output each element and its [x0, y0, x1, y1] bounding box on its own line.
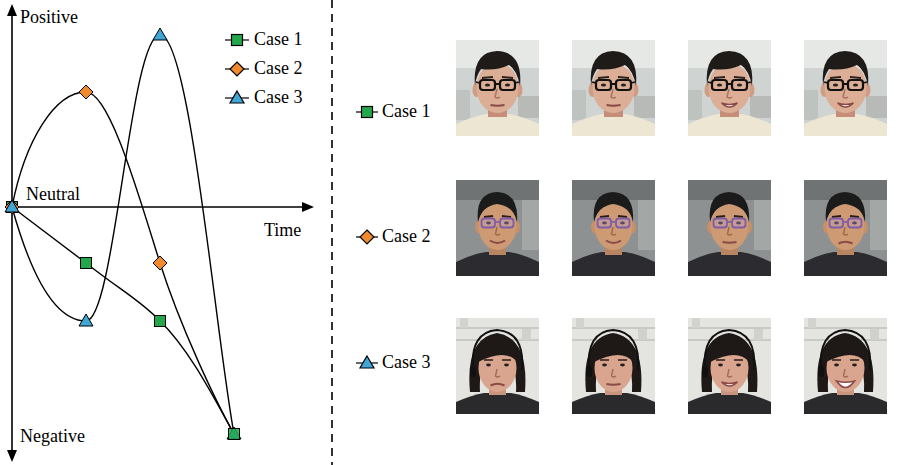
face-photos [456, 40, 887, 414]
legend-text: Case 2 [254, 59, 303, 79]
row-samples [356, 107, 378, 369]
face-photo [688, 180, 771, 276]
legend-text: Case 1 [254, 30, 303, 50]
emotion-curves [12, 35, 234, 434]
case2-curve [12, 92, 234, 434]
face-photo [572, 318, 655, 414]
face-photo [456, 40, 539, 136]
face-photo [804, 40, 887, 136]
case1-curve [12, 207, 234, 434]
row-label: Case 2 [382, 227, 431, 247]
face-photo [688, 40, 771, 136]
chart-axes [7, 4, 314, 462]
axis-label: Neutral [26, 185, 80, 205]
face-photo [456, 318, 539, 414]
face-photo [688, 318, 771, 414]
axis-label: Time [264, 221, 301, 241]
face-photo [804, 318, 887, 414]
axis-label: Negative [20, 427, 85, 447]
face-photo [572, 180, 655, 276]
face-photo [572, 40, 655, 136]
legend-samples [225, 35, 249, 104]
face-photo [804, 180, 887, 276]
axis-label: Positive [20, 8, 78, 28]
case3-curve [12, 35, 234, 434]
legend-text: Case 3 [254, 88, 303, 108]
curve-markers [5, 28, 241, 440]
face-photo [456, 180, 539, 276]
row-label: Case 3 [382, 353, 431, 373]
dashed-divider [331, 0, 333, 465]
row-label: Case 1 [382, 102, 431, 122]
